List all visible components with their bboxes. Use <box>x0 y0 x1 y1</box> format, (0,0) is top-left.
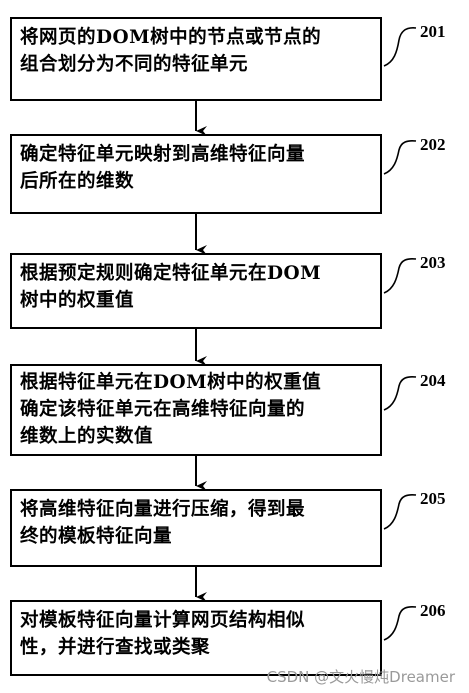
step-box-205: 将高维特征向量进行压缩，得到最 终的模板特征向量 <box>10 489 382 567</box>
step-204-line-1: 根据特征单元在DOM树中的权重值 <box>20 372 322 393</box>
leader-205 <box>383 493 417 530</box>
step-box-201: 将网页的DOM树中的节点或节点的 组合划分为不同的特征单元 <box>10 17 382 101</box>
step-204-line-3: 维数上的实数值 <box>20 426 154 447</box>
leader-204 <box>383 375 417 411</box>
step-201-line-1: 将网页的DOM树中的节点或节点的 <box>20 27 322 48</box>
leader-202 <box>383 139 417 175</box>
step-number-201: 201 <box>420 22 446 41</box>
step-number-205: 205 <box>420 489 446 508</box>
step-number-202: 202 <box>420 135 446 154</box>
step-206-line-2: 性，并进行查找或类聚 <box>20 637 211 658</box>
step-202-line-1: 确定特征单元映射到高维特征向量 <box>20 144 306 165</box>
leader-206 <box>383 605 417 641</box>
step-box-206: 对模板特征向量计算网页结构相似 性，并进行查找或类聚 <box>10 600 382 676</box>
step-box-203: 根据预定规则确定特征单元在DOM 树中的权重值 <box>10 253 382 329</box>
watermark-text: CSDN @文火慢炖Dreamer <box>266 668 455 686</box>
step-201-line-2: 组合划分为不同的特征单元 <box>20 54 249 75</box>
step-number-203: 203 <box>420 253 446 272</box>
leader-201 <box>383 27 417 67</box>
step-205-line-2: 终的模板特征向量 <box>20 526 173 547</box>
leader-203 <box>383 257 417 294</box>
step-box-202: 确定特征单元映射到高维特征向量 后所在的维数 <box>10 134 382 214</box>
step-203-line-2: 树中的权重值 <box>20 290 135 311</box>
step-number-204: 204 <box>420 371 446 390</box>
step-203-line-1: 根据预定规则确定特征单元在DOM <box>20 263 322 284</box>
step-number-206: 206 <box>420 601 446 620</box>
step-206-line-1: 对模板特征向量计算网页结构相似 <box>20 610 306 631</box>
step-202-line-2: 后所在的维数 <box>20 171 135 192</box>
step-204-line-2: 确定该特征单元在高维特征向量的 <box>20 399 306 420</box>
step-box-204: 根据特征单元在DOM树中的权重值 确定该特征单元在高维特征向量的 维数上的实数值 <box>10 364 382 456</box>
step-205-line-1: 将高维特征向量进行压缩，得到最 <box>20 499 306 520</box>
